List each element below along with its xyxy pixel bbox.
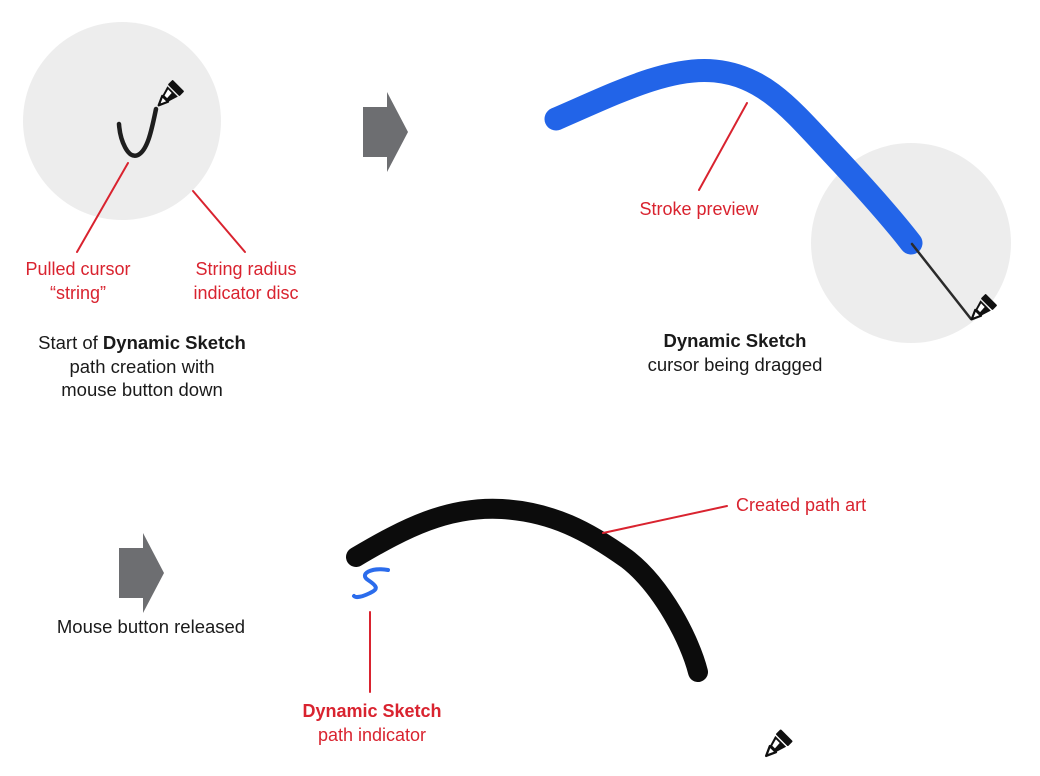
pulled-cursor-string [116, 106, 159, 158]
stroke-preview-path [544, 58, 923, 255]
label-created-path-art: Created path art [736, 495, 867, 515]
label-pulled-cursor-string: Pulled cursor “string” [25, 259, 131, 303]
path-indicator-squiggle [352, 567, 390, 599]
label-string-radius-disc: String radius indicator disc [193, 259, 299, 303]
step-arrow-icon [119, 533, 164, 613]
callout-line-pulled-string [76, 162, 129, 253]
callout-line-stroke-preview [698, 102, 748, 191]
created-path-art-stroke [346, 498, 708, 682]
caption-mouse-button-released: Mouse button released [56, 616, 246, 637]
step-arrow-icon [363, 92, 408, 172]
pulled-string-line [910, 242, 973, 321]
callout-line-created-path [602, 505, 728, 534]
string-radius-indicator-disc [23, 22, 221, 220]
label-path-indicator: Dynamic Sketch path indicator [302, 701, 442, 745]
label-stroke-preview: Stroke preview [639, 199, 759, 219]
marker-pen-icon [758, 727, 795, 764]
callout-line-radius-disc [192, 190, 246, 253]
caption-start-of-path-creation: Start of Dynamic Sketch path creation wi… [38, 332, 246, 400]
caption-cursor-being-dragged: Dynamic Sketch cursor being dragged [647, 330, 823, 375]
